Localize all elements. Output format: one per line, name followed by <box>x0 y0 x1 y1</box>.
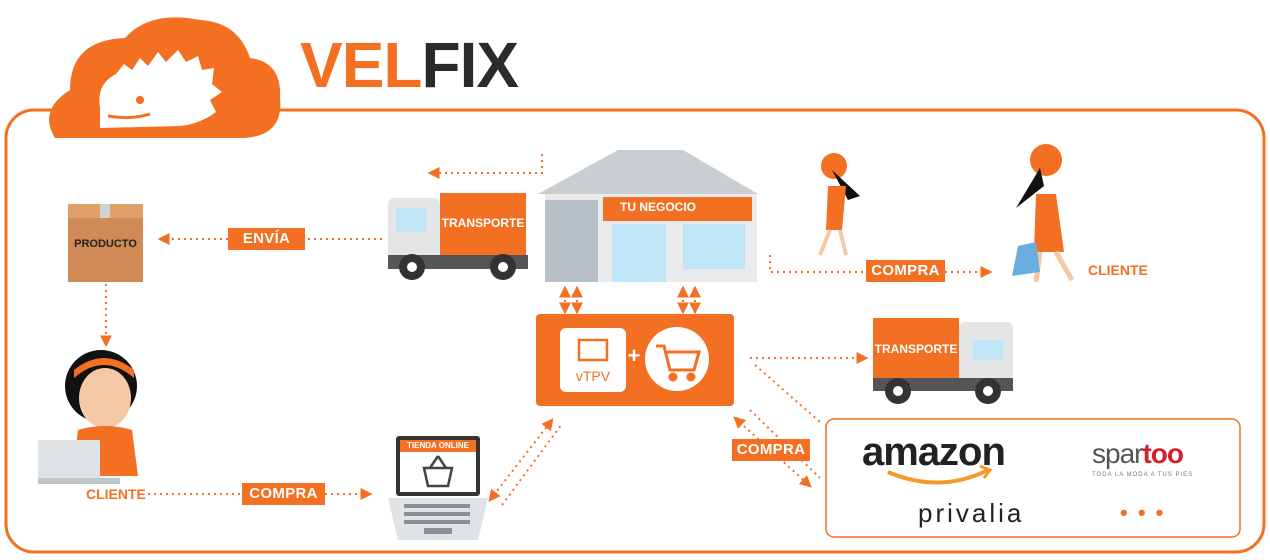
woman-walking-icon <box>818 153 860 256</box>
woman-shopping-icon <box>1012 144 1075 283</box>
vtpv-panel <box>536 314 734 406</box>
node-tu-negocio: TU NEGOCIO <box>619 200 696 214</box>
spartoo-logo-part-b: too <box>1142 438 1184 469</box>
spartoo-logo: spartoo <box>1092 438 1184 470</box>
brand-name-orange: VEL <box>300 29 422 101</box>
node-vtpv: vTPV <box>575 368 611 384</box>
more-marketplaces-dots: • • • <box>1120 500 1166 525</box>
laptop-icon <box>388 436 488 540</box>
edge-label-compra-left: COMPRA <box>242 483 325 505</box>
plus-sign: + <box>627 343 641 368</box>
node-producto: PRODUCTO <box>74 238 137 250</box>
cloud-hedgehog-logo <box>49 17 281 138</box>
truck-icon <box>873 318 1013 404</box>
spartoo-tagline: TODA LA MODA A TUS PIES <box>1092 472 1194 478</box>
marketplaces-panel <box>825 418 1241 538</box>
node-cliente-left: CLIENTE <box>86 486 146 502</box>
truck-icon <box>388 193 528 280</box>
monitor-icon <box>577 338 609 362</box>
edge-label-compra-store: COMPRA <box>866 260 945 282</box>
woman-laptop-icon <box>38 350 138 484</box>
edge-label-compra-market: COMPRA <box>732 439 810 461</box>
diagram-frame <box>4 108 1266 554</box>
amazon-smile-icon <box>887 468 989 485</box>
privalia-logo: privalia <box>918 498 1025 528</box>
node-transporte-top: TRANSPORTE <box>441 216 525 230</box>
edge-label-envia: ENVÍA <box>228 228 305 250</box>
store-icon <box>538 150 758 282</box>
node-transporte-right: TRANSPORTE <box>874 342 958 356</box>
node-tienda-online: TIENDA ONLINE <box>407 441 469 450</box>
amazon-logo: amazon <box>862 430 1006 474</box>
spartoo-logo-part-a: spar <box>1092 438 1143 469</box>
cart-icon <box>656 344 701 382</box>
brand-name-dark: FIX <box>421 29 519 101</box>
brand-logo: VELFIX <box>300 28 519 102</box>
node-cliente-right: CLIENTE <box>1088 262 1148 278</box>
box-icon <box>68 204 143 282</box>
